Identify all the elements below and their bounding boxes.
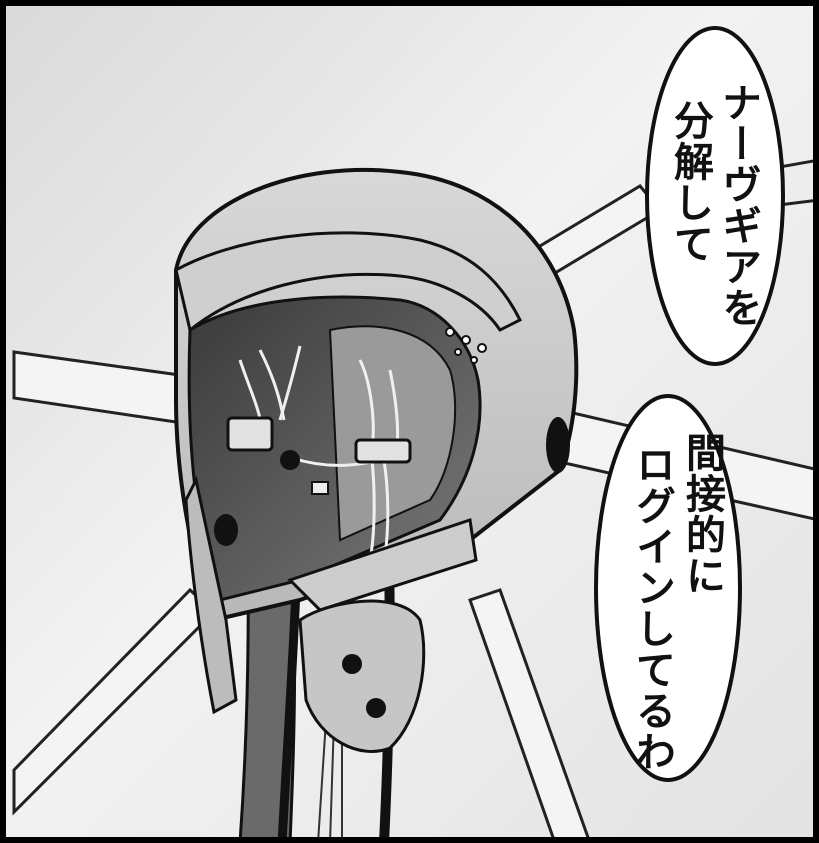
inner-port xyxy=(280,450,300,470)
helmet-side-hole xyxy=(546,417,570,473)
small-connector xyxy=(311,481,329,495)
connector-block-right xyxy=(354,438,412,464)
helmet-left-hole xyxy=(214,514,238,546)
chin-bolt-1 xyxy=(342,654,362,674)
bubble-1-line-1: ナーヴギアを xyxy=(715,82,761,328)
bubble-2-line-1: 間接的に xyxy=(679,432,725,596)
bubble-1-line-2: 分解して xyxy=(667,100,713,264)
chin-bolt-2 xyxy=(366,698,386,718)
bubble-2-line-2: ログインしてるわ xyxy=(629,444,675,772)
connector-block-left xyxy=(226,416,274,452)
